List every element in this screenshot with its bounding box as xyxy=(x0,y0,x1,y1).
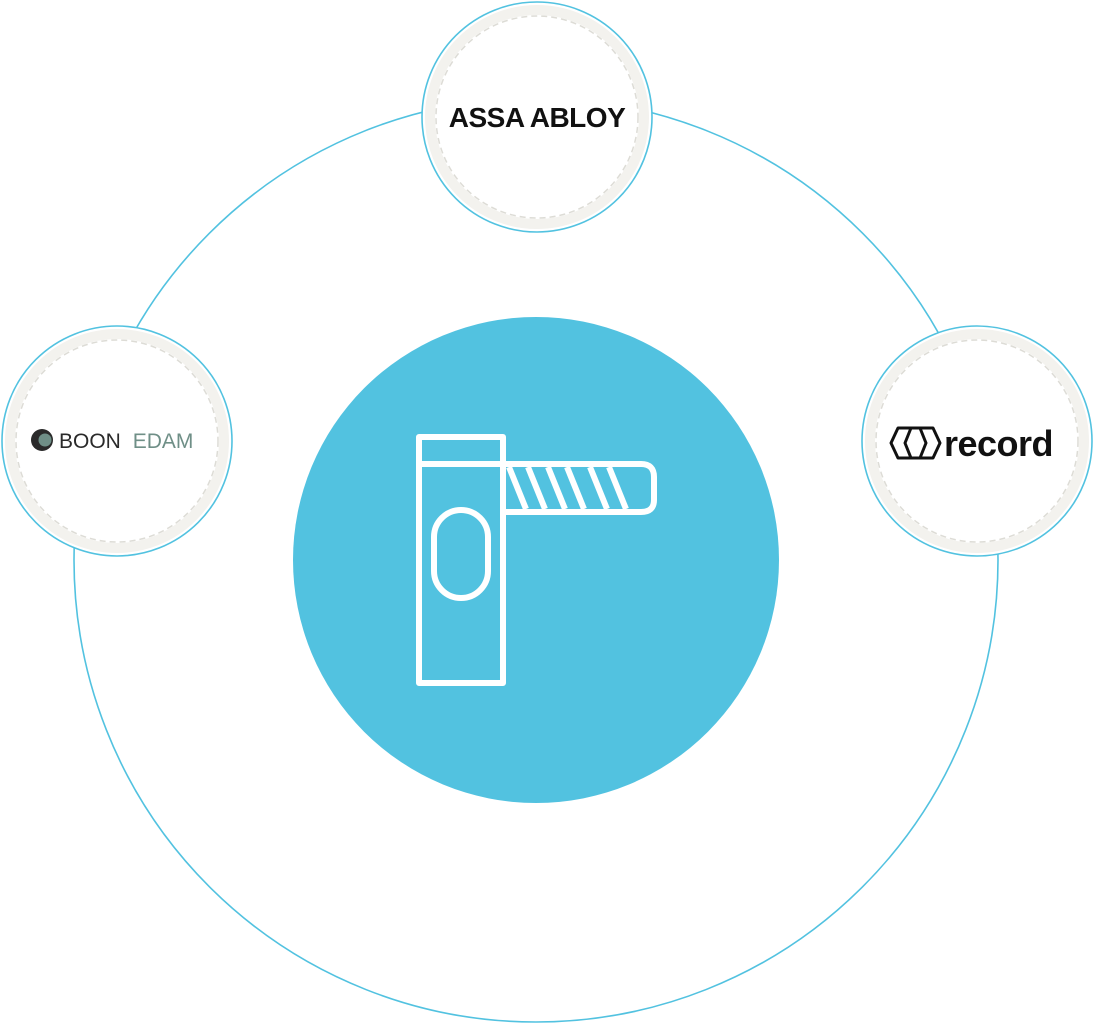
barrier-gate-icon xyxy=(416,434,657,686)
record-logo-text: record xyxy=(944,423,1053,464)
assa-abloy-logo: ASSA ABLOY xyxy=(449,102,626,133)
boon-edam-label-secondary: EDAM xyxy=(133,430,194,453)
node-assa-abloy[interactable]: ASSA ABLOY xyxy=(421,1,653,233)
node-boon-edam-dash xyxy=(15,339,219,543)
node-boon-edam-ring xyxy=(5,329,229,553)
center-hub xyxy=(293,317,779,803)
node-record-dash xyxy=(875,339,1079,543)
node-assa-abloy-dash xyxy=(435,15,639,219)
boon-edam-drop-icon xyxy=(31,429,53,451)
boon-edam-label-primary: BOON xyxy=(59,430,121,453)
record-hexagon-icon xyxy=(889,426,942,460)
svg-text:BOON EDAM: BOON EDAM xyxy=(59,430,193,453)
center-circle xyxy=(293,317,779,803)
node-record[interactable]: record xyxy=(861,325,1093,557)
node-boon-edam[interactable]: BOON EDAM xyxy=(1,325,233,557)
node-assa-abloy-ring xyxy=(425,5,649,229)
node-record-ring xyxy=(865,329,1089,553)
